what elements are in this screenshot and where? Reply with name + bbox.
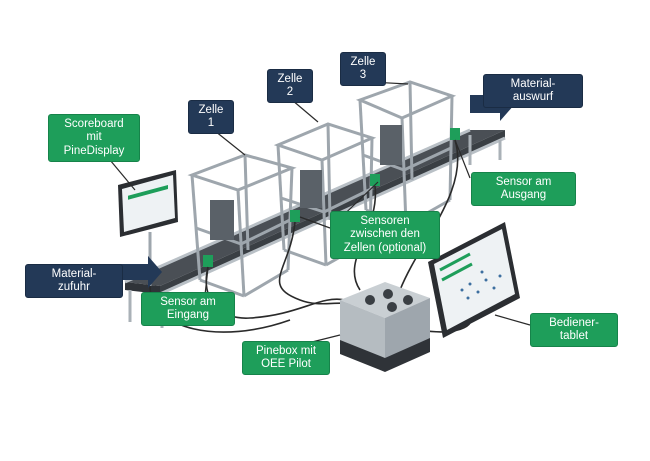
label-scoreboard: Scoreboard mit PineDisplay bbox=[48, 114, 140, 162]
label-materialzufuhr: Material- zufuhr bbox=[25, 264, 123, 298]
cell-3-machine bbox=[380, 125, 402, 165]
label-materialauswurf: Material- auswurf bbox=[483, 74, 583, 108]
cell-1-machine bbox=[210, 200, 234, 240]
label-zelle-3: Zelle 3 bbox=[340, 52, 386, 86]
sensor-entry bbox=[203, 255, 213, 267]
leader-lines bbox=[109, 81, 531, 346]
sensor-between-1 bbox=[290, 210, 300, 222]
label-sensor-eingang: Sensor am Eingang bbox=[141, 292, 235, 326]
label-zelle-1: Zelle 1 bbox=[188, 100, 234, 134]
label-sensoren-zwischen: Sensoren zwischen den Zellen (optional) bbox=[330, 211, 440, 259]
label-zelle-2: Zelle 2 bbox=[267, 69, 313, 103]
label-sensor-ausgang: Sensor am Ausgang bbox=[471, 172, 576, 206]
sensor-between-2 bbox=[370, 174, 380, 186]
label-pinebox: Pinebox mit OEE Pilot bbox=[242, 341, 330, 375]
label-bedienertablet: Bediener- tablet bbox=[530, 313, 618, 347]
cell-2-machine bbox=[300, 170, 322, 208]
operator-tablet bbox=[428, 222, 520, 338]
pinebox-device bbox=[340, 282, 430, 372]
sensor-exit bbox=[450, 128, 460, 140]
cell-3-frame bbox=[355, 80, 457, 227]
